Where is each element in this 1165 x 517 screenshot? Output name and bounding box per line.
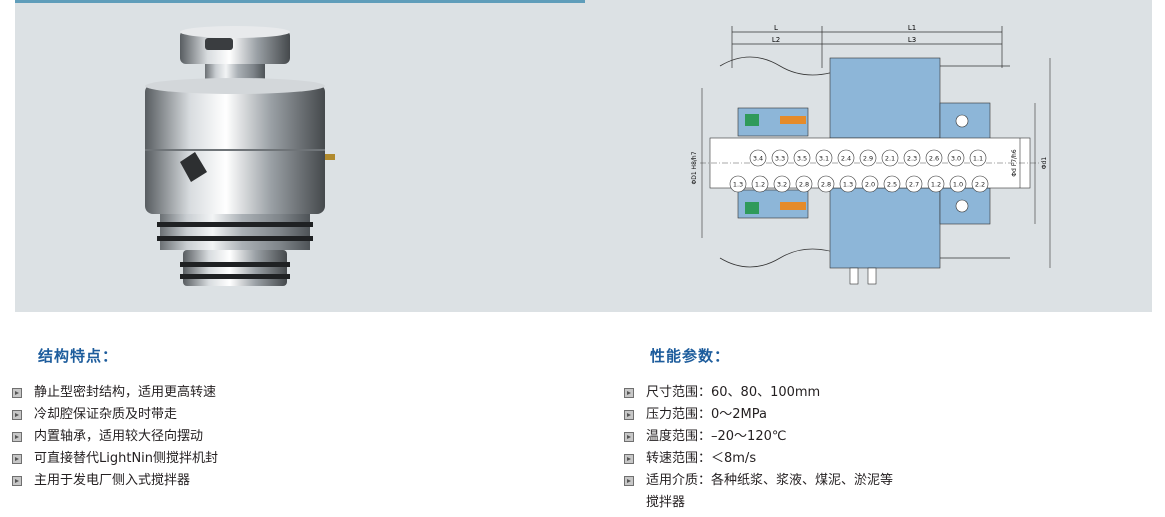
list-item: 可直接替代LightNin侧搅拌机封 — [12, 448, 218, 470]
list-item-text: 主用于发电厂侧入式搅拌器 — [34, 473, 191, 488]
svg-text:2.5: 2.5 — [887, 181, 897, 189]
callout-top: 3.5 — [793, 149, 811, 167]
callout-bottom: 1.0 — [949, 175, 967, 193]
svg-text:2.6: 2.6 — [929, 155, 939, 163]
svg-text:1.3: 1.3 — [843, 181, 853, 189]
performance-list: 尺寸范围：60、80、100mm 压力范围：0～2MPa 温度范围：–20～12… — [624, 382, 893, 514]
bullet-icon — [624, 432, 634, 442]
list-item-text: 转速范围：＜8m/s — [646, 451, 757, 466]
performance-title: 性能参数： — [650, 347, 731, 365]
bullet-icon — [624, 454, 634, 464]
features-list: 静止型密封结构，适用更高转速 冷却腔保证杂质及时带走 内置轴承，适用较大径向摆动… — [12, 382, 218, 492]
list-item-text: 适用介质：各种纸浆、浆液、煤泥、淤泥等搅拌器 — [646, 470, 893, 514]
dim-L2: L2 — [772, 36, 780, 44]
dim-L3: L3 — [908, 36, 916, 44]
svg-text:2.8: 2.8 — [799, 181, 809, 189]
callout-bottom: 1.2 — [927, 175, 945, 193]
bullet-icon — [624, 410, 634, 420]
svg-text:2.7: 2.7 — [909, 181, 919, 189]
svg-text:3.2: 3.2 — [777, 181, 787, 189]
callout-bottom: 2.8 — [795, 175, 813, 193]
top-rule — [15, 0, 585, 3]
list-item-text: 温度范围：–20～120℃ — [646, 429, 787, 444]
dim-L: L — [774, 24, 778, 32]
list-item: 静止型密封结构，适用更高转速 — [12, 382, 218, 404]
callout-top: 2.6 — [925, 149, 943, 167]
list-item-text: 冷却腔保证杂质及时带走 — [34, 407, 178, 422]
svg-text:1.2: 1.2 — [755, 181, 765, 189]
list-item-text: 内置轴承，适用较大径向摆动 — [34, 429, 204, 444]
callout-bottom: 2.0 — [861, 175, 879, 193]
list-item-text: 尺寸范围：60、80、100mm — [646, 385, 821, 400]
list-item: 转速范围：＜8m/s — [624, 448, 893, 470]
performance-section: 性能参数： 尺寸范围：60、80、100mm 压力范围：0～2MPa 温度范围：… — [624, 345, 893, 514]
callout-bottom: 2.7 — [905, 175, 923, 193]
bullet-icon — [12, 454, 22, 464]
bullet-icon — [624, 476, 634, 486]
svg-text:2.3: 2.3 — [907, 155, 917, 163]
callout-bottom: 1.2 — [751, 175, 769, 193]
callout-top: 2.4 — [837, 149, 855, 167]
callout-bottom: 3.2 — [773, 175, 791, 193]
bullet-icon — [12, 388, 22, 398]
media-line-2: 搅拌器 — [646, 495, 686, 510]
callout-top: 3.3 — [771, 149, 789, 167]
list-item: 温度范围：–20～120℃ — [624, 426, 893, 448]
callout-top: 3.0 — [947, 149, 965, 167]
svg-text:2.4: 2.4 — [841, 155, 851, 163]
label-d1: ΦD1 H8/h7 — [691, 151, 698, 184]
label-d: Φd F7/h6 — [1011, 149, 1018, 177]
bullet-icon — [12, 476, 22, 486]
svg-text:3.0: 3.0 — [951, 155, 961, 163]
callout-top: 2.9 — [859, 149, 877, 167]
callout-top: 3.4 — [749, 149, 767, 167]
svg-text:2.2: 2.2 — [975, 181, 985, 189]
svg-text:3.3: 3.3 — [775, 155, 785, 163]
callout-top: 3.1 — [815, 149, 833, 167]
callout-bottom: 2.2 — [971, 175, 989, 193]
list-item-text: 静止型密封结构，适用更高转速 — [34, 385, 217, 400]
list-item: 压力范围：0～2MPa — [624, 404, 893, 426]
callout-top: 1.1 — [969, 149, 987, 167]
svg-text:1.3: 1.3 — [733, 181, 743, 189]
svg-text:3.5: 3.5 — [797, 155, 807, 163]
list-item: 适用介质：各种纸浆、浆液、煤泥、淤泥等搅拌器 — [624, 470, 893, 514]
technical-drawing: L L2 L1 L3 ΦD1 H8/h7 Φd F7/h6 Φd1 3.4 3.… — [691, 24, 1051, 285]
dim-L1: L1 — [908, 24, 916, 32]
product-photo — [145, 26, 335, 286]
svg-text:3.1: 3.1 — [819, 155, 829, 163]
bullet-icon — [12, 432, 22, 442]
svg-text:2.8: 2.8 — [821, 181, 831, 189]
bullet-icon — [12, 410, 22, 420]
features-section: 结构特点： 静止型密封结构，适用更高转速 冷却腔保证杂质及时带走 内置轴承，适用… — [12, 345, 218, 492]
svg-text:1.1: 1.1 — [973, 155, 983, 163]
list-item: 内置轴承，适用较大径向摆动 — [12, 426, 218, 448]
callout-bottom: 2.5 — [883, 175, 901, 193]
callout-top: 2.1 — [881, 149, 899, 167]
list-item: 主用于发电厂侧入式搅拌器 — [12, 470, 218, 492]
svg-text:1.2: 1.2 — [931, 181, 941, 189]
callout-bottom: 1.3 — [839, 175, 857, 193]
svg-text:1.0: 1.0 — [953, 181, 963, 189]
list-item: 冷却腔保证杂质及时带走 — [12, 404, 218, 426]
svg-text:2.1: 2.1 — [885, 155, 895, 163]
features-title: 结构特点： — [38, 347, 119, 365]
callout-bottom: 2.8 — [817, 175, 835, 193]
svg-text:2.0: 2.0 — [865, 181, 875, 189]
callout-bottom: 1.3 — [729, 175, 747, 193]
list-item-text: 压力范围：0～2MPa — [646, 407, 767, 422]
media-line-1: 适用介质：各种纸浆、浆液、煤泥、淤泥等 — [646, 473, 894, 488]
list-item-text: 可直接替代LightNin侧搅拌机封 — [34, 451, 219, 466]
list-item: 尺寸范围：60、80、100mm — [624, 382, 893, 404]
label-d1-right: Φd1 — [1041, 157, 1048, 170]
svg-text:3.4: 3.4 — [753, 155, 763, 163]
callout-top: 2.3 — [903, 149, 921, 167]
svg-text:2.9: 2.9 — [863, 155, 873, 163]
bullet-icon — [624, 388, 634, 398]
